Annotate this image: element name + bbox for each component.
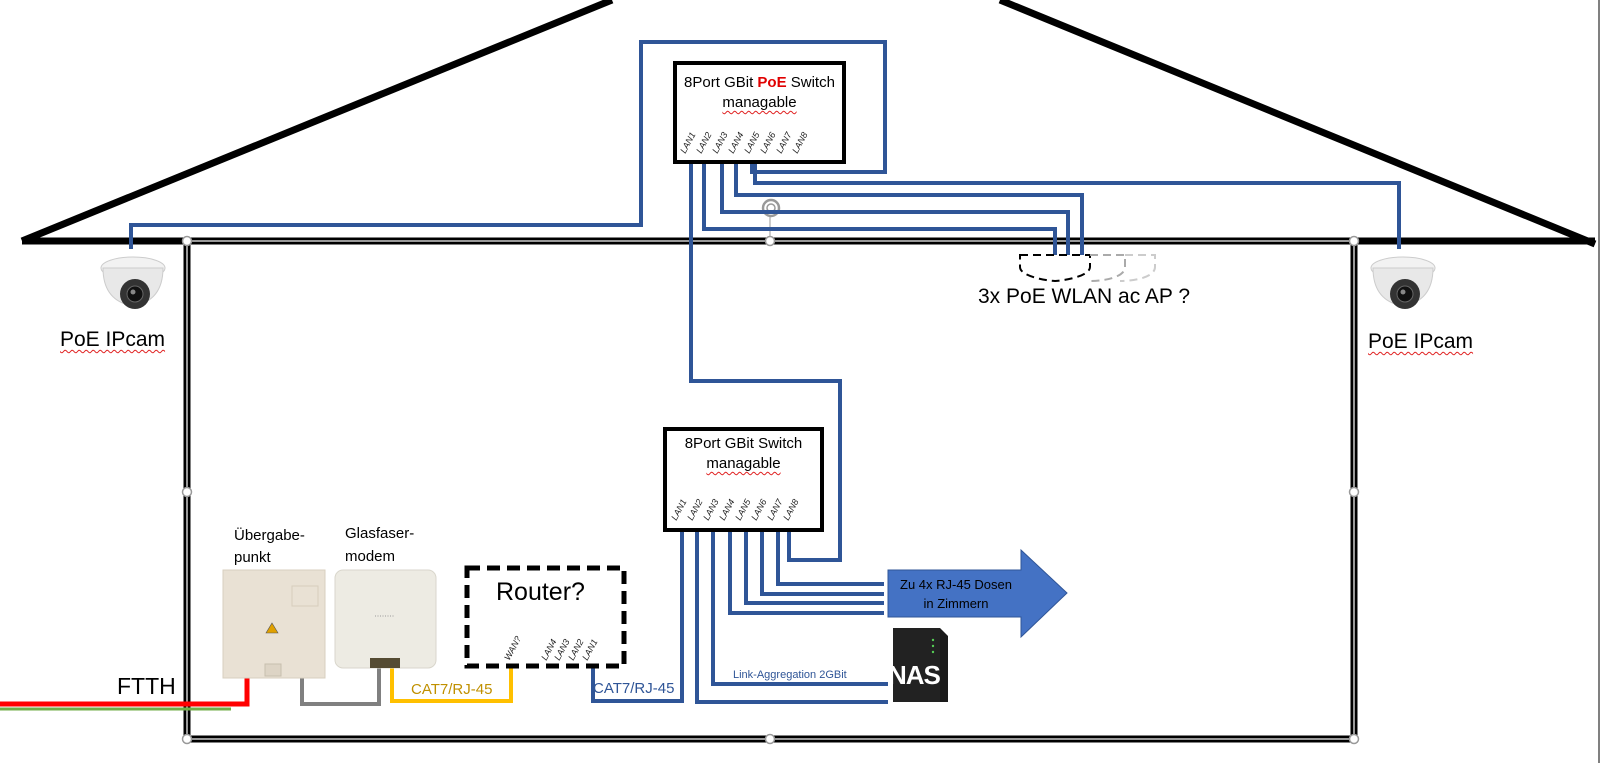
modem-label-2: modem	[345, 548, 396, 565]
access-point-2-icon	[1089, 254, 1126, 282]
poe-switch-subtitle: managable	[722, 94, 797, 111]
cable-modem-to-router	[390, 651, 513, 703]
cable-label-nas: Link-Aggregation 2GBit	[733, 669, 847, 681]
modem-label-1: Glasfaser-	[345, 525, 415, 542]
poe-switch-title-prefix: 8Port GBit	[684, 74, 758, 91]
main-switch-title: 8Port GBit Switch managable	[665, 434, 822, 474]
cable-room-4	[776, 532, 884, 586]
cable-room-1	[728, 532, 884, 615]
camera-left-label: PoE IPcam	[60, 328, 166, 351]
access-point-1-icon	[1019, 254, 1091, 283]
cable-left-camera	[129, 40, 887, 249]
cable-ftth-red	[0, 678, 250, 707]
selection-handles[interactable]	[181, 215, 1360, 745]
cable-nas-2	[711, 532, 888, 686]
uebergabepunkt-label-1: Übergabe-	[234, 527, 305, 544]
cable-room-3	[760, 532, 884, 596]
cable-poe-uplink	[689, 163, 842, 562]
fiber-modem-icon	[334, 569, 437, 669]
cable-ap1	[702, 163, 1057, 255]
cable-label-router-switch: CAT7/RJ-45	[593, 680, 675, 697]
camera-right-icon	[1370, 256, 1436, 309]
camera-right-label: PoE IPcam	[1368, 330, 1474, 353]
poe-switch-title-suffix: Switch	[786, 74, 835, 91]
ftth-label: FTTH	[117, 673, 176, 699]
access-points[interactable]	[1019, 254, 1156, 283]
rooms-arrow-line1: Zu 4x RJ-45 Dosen	[900, 577, 1012, 592]
cable-fiber-patch	[300, 668, 381, 706]
fiber-termination-box-icon	[222, 569, 326, 679]
lan-cables	[129, 40, 1401, 704]
main-switch-title-text: 8Port GBit Switch	[684, 435, 803, 452]
rooms-arrow-line2: in Zimmern	[923, 596, 989, 611]
nas-label: NAS	[888, 660, 941, 690]
cable-ap2	[720, 163, 1070, 255]
poe-switch-box[interactable]	[673, 61, 846, 164]
rooms-arrow	[887, 548, 1068, 639]
poe-switch-title: 8Port GBit PoE Switch managable	[675, 73, 844, 113]
main-switch-box[interactable]	[663, 427, 824, 532]
access-point-3-icon	[1119, 254, 1156, 282]
cable-label-modem-router: CAT7/RJ-45	[411, 681, 493, 698]
camera-left-icon	[100, 256, 166, 309]
router-title: Router?	[496, 578, 585, 606]
cable-right-camera	[753, 163, 1401, 249]
router-box[interactable]	[464, 565, 627, 669]
access-points-label: 3x PoE WLAN ac AP ?	[978, 285, 1190, 309]
poe-switch-title-highlight: PoE	[757, 74, 787, 91]
main-switch-subtitle: managable	[706, 455, 781, 472]
cable-room-2	[744, 532, 884, 605]
nas-icon	[893, 628, 948, 702]
uebergabepunkt-label-2: punkt	[234, 549, 271, 566]
cable-nas-1	[695, 532, 888, 704]
rooms-arrow-label: Zu 4x RJ-45 Dosen in Zimmern	[892, 575, 1020, 613]
cable-ap3	[734, 163, 1084, 255]
access-points-label-text: 3x PoE WLAN ac AP ?	[978, 285, 1191, 308]
